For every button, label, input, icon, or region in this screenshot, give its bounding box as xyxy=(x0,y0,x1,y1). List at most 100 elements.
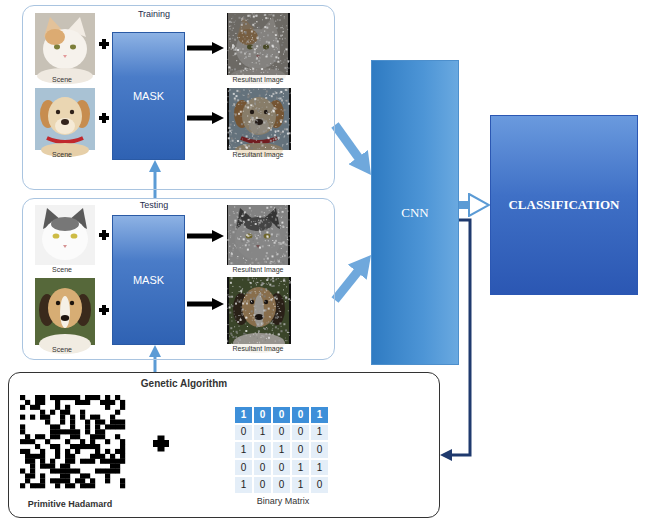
noise-dot xyxy=(286,100,288,102)
noise-dot xyxy=(274,49,275,50)
noise-dot xyxy=(274,261,275,262)
hadamard-cell xyxy=(30,415,35,420)
node-text: Testing xyxy=(140,200,169,210)
noise-dot xyxy=(280,15,281,16)
noise-dot xyxy=(283,42,284,43)
noise-dot xyxy=(274,242,276,244)
noise-dot xyxy=(252,37,253,38)
noise-dot xyxy=(257,21,258,22)
noise-dot xyxy=(285,217,286,218)
noise-dot xyxy=(228,294,229,295)
noise-dot xyxy=(231,321,232,322)
noise-dot xyxy=(286,251,287,252)
noise-dot xyxy=(264,283,265,284)
node-text: Training xyxy=(138,9,170,19)
noise-dot xyxy=(277,102,278,103)
noise-dot xyxy=(239,291,240,292)
noise-dot xyxy=(259,264,260,265)
hadamard-cell xyxy=(80,459,85,464)
noise-dot xyxy=(239,219,240,220)
noise-dot xyxy=(245,68,247,70)
noise-dot xyxy=(264,259,265,260)
noise-dot xyxy=(273,285,275,287)
noise-dot xyxy=(254,18,255,19)
noise-dot xyxy=(244,90,245,91)
hadamard-cell xyxy=(40,454,45,459)
matrix-cell: 1 xyxy=(310,406,329,424)
noise-dot xyxy=(237,296,238,297)
noise-dot xyxy=(237,216,238,217)
hadamard-cell xyxy=(75,478,80,483)
noise-dot xyxy=(286,235,287,236)
noise-dot xyxy=(273,304,274,305)
noise-dot xyxy=(259,216,261,218)
noise-dot xyxy=(246,107,247,108)
noise-dot xyxy=(249,15,251,17)
noise-dot xyxy=(241,101,242,102)
noise-dot xyxy=(239,286,240,287)
noise-dot xyxy=(235,222,236,223)
noise-dot xyxy=(278,260,280,262)
noise-dot xyxy=(287,143,288,144)
noise-dot xyxy=(243,49,244,50)
noise-dot xyxy=(230,70,231,71)
hadamard-cell xyxy=(55,429,60,434)
noise-dot xyxy=(259,294,261,296)
noise-dot xyxy=(261,323,263,325)
noise-dot xyxy=(231,130,232,131)
hadamard-cell xyxy=(30,459,35,464)
hadamard-cell xyxy=(40,473,45,478)
noise-dot xyxy=(264,49,265,50)
noise-dot xyxy=(256,107,257,108)
hadamard-cell xyxy=(90,459,95,464)
noise-dot xyxy=(266,235,268,237)
noise-dot xyxy=(280,220,282,222)
noise-dot xyxy=(231,253,233,255)
noise-dot xyxy=(263,50,264,51)
hadamard-cell xyxy=(60,410,65,415)
figure-caption: Primitive Hadamard xyxy=(28,500,113,509)
matrix-cell: 0 xyxy=(234,459,253,477)
noise-dot xyxy=(249,313,250,314)
noise-dot xyxy=(262,145,264,147)
noise-dot xyxy=(230,230,231,231)
noise-dot xyxy=(268,65,269,66)
hadamard-cell xyxy=(105,469,110,474)
noise-dot xyxy=(268,240,269,241)
noise-dot xyxy=(238,113,240,115)
noise-dot xyxy=(258,293,260,295)
noise-dot xyxy=(228,137,230,139)
noise-dot xyxy=(273,209,274,210)
noise-dot xyxy=(266,338,267,339)
noise-dot xyxy=(275,148,276,149)
hadamard-cell xyxy=(110,469,115,474)
noise-dot xyxy=(278,137,280,139)
noise-dot xyxy=(258,89,259,90)
noise-dot xyxy=(232,286,233,287)
noise-dot xyxy=(286,128,288,130)
noise-dot xyxy=(273,310,274,311)
noise-dot xyxy=(264,31,265,32)
noise-dot xyxy=(239,262,240,263)
noise-dot xyxy=(241,224,242,225)
noise-dot xyxy=(266,327,267,328)
noise-dot xyxy=(230,41,231,42)
hadamard-cell xyxy=(65,483,70,488)
hadamard-cell xyxy=(115,449,120,454)
noise-dot xyxy=(286,340,287,341)
noise-dot xyxy=(260,220,262,222)
hadamard-cell xyxy=(115,464,120,469)
noise-dot xyxy=(277,40,279,42)
noise-dot xyxy=(265,340,266,341)
flow-arrow xyxy=(335,266,362,300)
noise-dot xyxy=(241,116,242,117)
noise-dot xyxy=(272,54,273,55)
noise-dot xyxy=(248,219,250,221)
noise-dot xyxy=(234,98,236,100)
noise-dot xyxy=(232,292,233,293)
noise-dot xyxy=(240,218,241,219)
noise-dot xyxy=(270,317,271,318)
noise-dot xyxy=(264,15,265,16)
noise-dot xyxy=(271,127,272,128)
noise-dot xyxy=(266,112,267,113)
